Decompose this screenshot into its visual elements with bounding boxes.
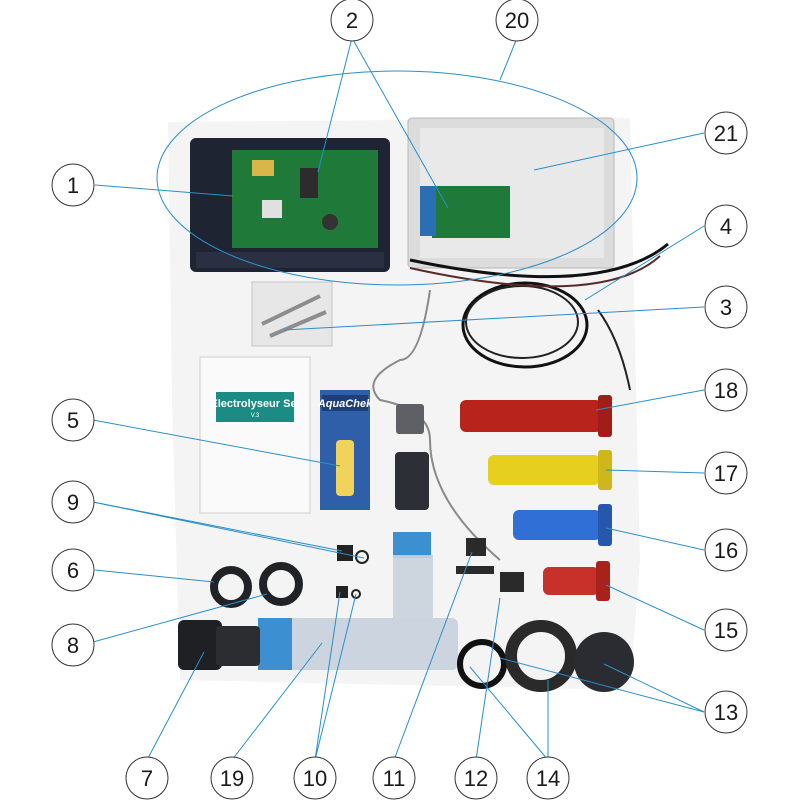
callout-3: 3 bbox=[704, 285, 748, 329]
oring-10 bbox=[351, 589, 361, 599]
callout-11: 11 bbox=[372, 756, 416, 800]
sensor-fittings-11 bbox=[456, 538, 524, 592]
svg-text:21: 21 bbox=[714, 121, 738, 146]
callout-20: 20 bbox=[495, 0, 539, 42]
cap-13 bbox=[574, 632, 634, 692]
svg-text:9: 9 bbox=[67, 490, 79, 515]
svg-text:11: 11 bbox=[383, 766, 406, 791]
svg-text:3: 3 bbox=[720, 295, 732, 320]
leader-lines bbox=[92, 37, 705, 761]
callout-15: 15 bbox=[704, 608, 748, 652]
electrode-17 bbox=[488, 450, 612, 490]
svg-text:2: 2 bbox=[346, 8, 358, 33]
cable-bundle bbox=[372, 242, 669, 561]
callout-1: 1 bbox=[51, 163, 95, 207]
svg-text:1: 1 bbox=[67, 173, 79, 198]
svg-text:4: 4 bbox=[720, 214, 732, 239]
flow-cell bbox=[258, 452, 458, 670]
oring-12 bbox=[457, 639, 507, 689]
reducer-sleeve bbox=[396, 404, 424, 434]
svg-text:17: 17 bbox=[714, 461, 738, 486]
callout-7: 7 bbox=[125, 756, 169, 800]
callouts: 1 2 20 21 4 3 5 18 17 9 16 6 8 15 13 7 1… bbox=[51, 0, 748, 800]
control-unit bbox=[190, 138, 390, 272]
callout-17: 17 bbox=[704, 451, 748, 495]
svg-text:20: 20 bbox=[505, 8, 529, 33]
screw-bag bbox=[251, 281, 333, 347]
svg-text:10: 10 bbox=[303, 766, 327, 791]
nut-10 bbox=[336, 586, 348, 598]
callout-21: 21 bbox=[704, 111, 748, 155]
svg-text:18: 18 bbox=[714, 378, 738, 403]
pipe-union bbox=[178, 620, 260, 670]
svg-text:19: 19 bbox=[220, 766, 244, 791]
electrode-15 bbox=[543, 561, 610, 601]
callout-10: 10 bbox=[293, 756, 337, 800]
callout-16: 16 bbox=[704, 528, 748, 572]
kit-brand: AquaChek bbox=[317, 398, 373, 410]
callout-12: 12 bbox=[454, 756, 498, 800]
svg-text:12: 12 bbox=[464, 766, 488, 791]
nut-14 bbox=[505, 620, 577, 692]
electronics-box bbox=[407, 117, 615, 269]
callout-19: 19 bbox=[210, 756, 254, 800]
svg-text:13: 13 bbox=[714, 700, 738, 725]
electrode-18 bbox=[460, 395, 612, 437]
callout-13: 13 bbox=[704, 690, 748, 734]
svg-text:16: 16 bbox=[714, 538, 738, 563]
manual-booklet: Electrolyseur Sel V.3 bbox=[199, 356, 311, 514]
manual-version: V.3 bbox=[251, 413, 260, 419]
svg-text:7: 7 bbox=[141, 766, 153, 791]
callout-9: 9 bbox=[51, 480, 95, 524]
callout-6: 6 bbox=[51, 548, 95, 592]
nut-9 bbox=[337, 545, 353, 561]
callout-5: 5 bbox=[51, 398, 95, 442]
svg-text:5: 5 bbox=[67, 408, 79, 433]
oring-9 bbox=[355, 550, 369, 564]
callout-14: 14 bbox=[526, 756, 570, 800]
callout-8: 8 bbox=[51, 623, 95, 667]
svg-text:6: 6 bbox=[67, 558, 79, 583]
svg-text:14: 14 bbox=[536, 766, 560, 791]
manual-title: Electrolyseur Sel bbox=[210, 398, 299, 410]
svg-text:8: 8 bbox=[67, 633, 79, 658]
callout-2: 2 bbox=[330, 0, 374, 42]
ring-8 bbox=[259, 562, 303, 606]
test-strip-kit: AquaChek bbox=[317, 390, 373, 510]
svg-text:15: 15 bbox=[714, 618, 738, 643]
callout-4: 4 bbox=[704, 204, 748, 248]
electrode-16 bbox=[513, 504, 612, 546]
callout-18: 18 bbox=[704, 368, 748, 412]
